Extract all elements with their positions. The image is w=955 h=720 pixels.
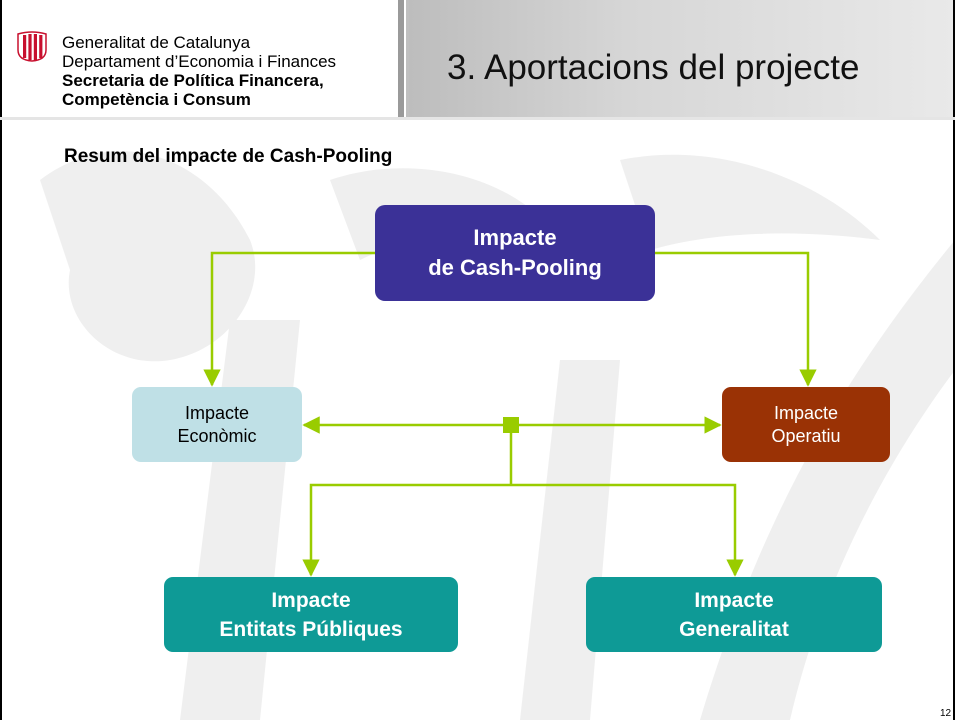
org-line-3: Secretaria de Política Financera, <box>62 71 324 90</box>
connector-root-to-economic <box>203 251 375 387</box>
right-border <box>953 0 955 720</box>
org-line-1: Generalitat de Catalunya <box>62 33 251 52</box>
header-divider-light <box>406 0 409 117</box>
header-organization: Generalitat de Catalunya Departament d’E… <box>0 0 400 120</box>
generalitat-logo-icon <box>17 31 47 62</box>
connector-hub-to-public-entities <box>302 483 511 577</box>
node-economic-impact: Impacte Econòmic <box>132 387 302 462</box>
section-subtitle: Resum del impacte de Cash-Pooling <box>64 146 393 167</box>
left-border <box>0 0 2 720</box>
org-line-4: Competència i Consum <box>62 90 251 109</box>
node-cash-pooling-impact-line1: Impacte <box>473 225 557 250</box>
node-generalitat-impact: Impacte Generalitat <box>586 577 882 652</box>
node-economic-impact-line1: Impacte <box>184 402 250 423</box>
org-line-2: Departament d’Economia i Finances <box>62 52 337 71</box>
node-operational-impact: Impacte Operatiu <box>722 387 890 462</box>
page-title: 3. Aportacions del projecte <box>447 48 860 87</box>
header-separator <box>0 117 955 120</box>
connector-hub-to-generalitat <box>511 483 744 577</box>
connector-hub <box>503 417 519 433</box>
node-operational-impact-line2: Operatiu <box>771 425 841 446</box>
node-cash-pooling-impact: Impacte de Cash-Pooling <box>375 205 655 301</box>
node-public-entities-impact-line2: Entitats Públiques <box>219 617 403 641</box>
header-divider <box>398 0 404 117</box>
node-cash-pooling-impact-line2: de Cash-Pooling <box>428 255 602 280</box>
title-banner <box>409 0 953 117</box>
node-public-entities-impact: Impacte Entitats Públiques <box>164 577 458 652</box>
node-operational-impact-line1: Impacte <box>773 402 839 423</box>
node-economic-impact-line2: Econòmic <box>177 425 257 446</box>
node-public-entities-impact-line1: Impacte <box>271 588 351 612</box>
node-generalitat-impact-line2: Generalitat <box>679 617 789 641</box>
page-number: 12 <box>940 708 952 719</box>
connector-root-to-operational <box>655 251 817 387</box>
node-generalitat-impact-line1: Impacte <box>694 588 774 612</box>
